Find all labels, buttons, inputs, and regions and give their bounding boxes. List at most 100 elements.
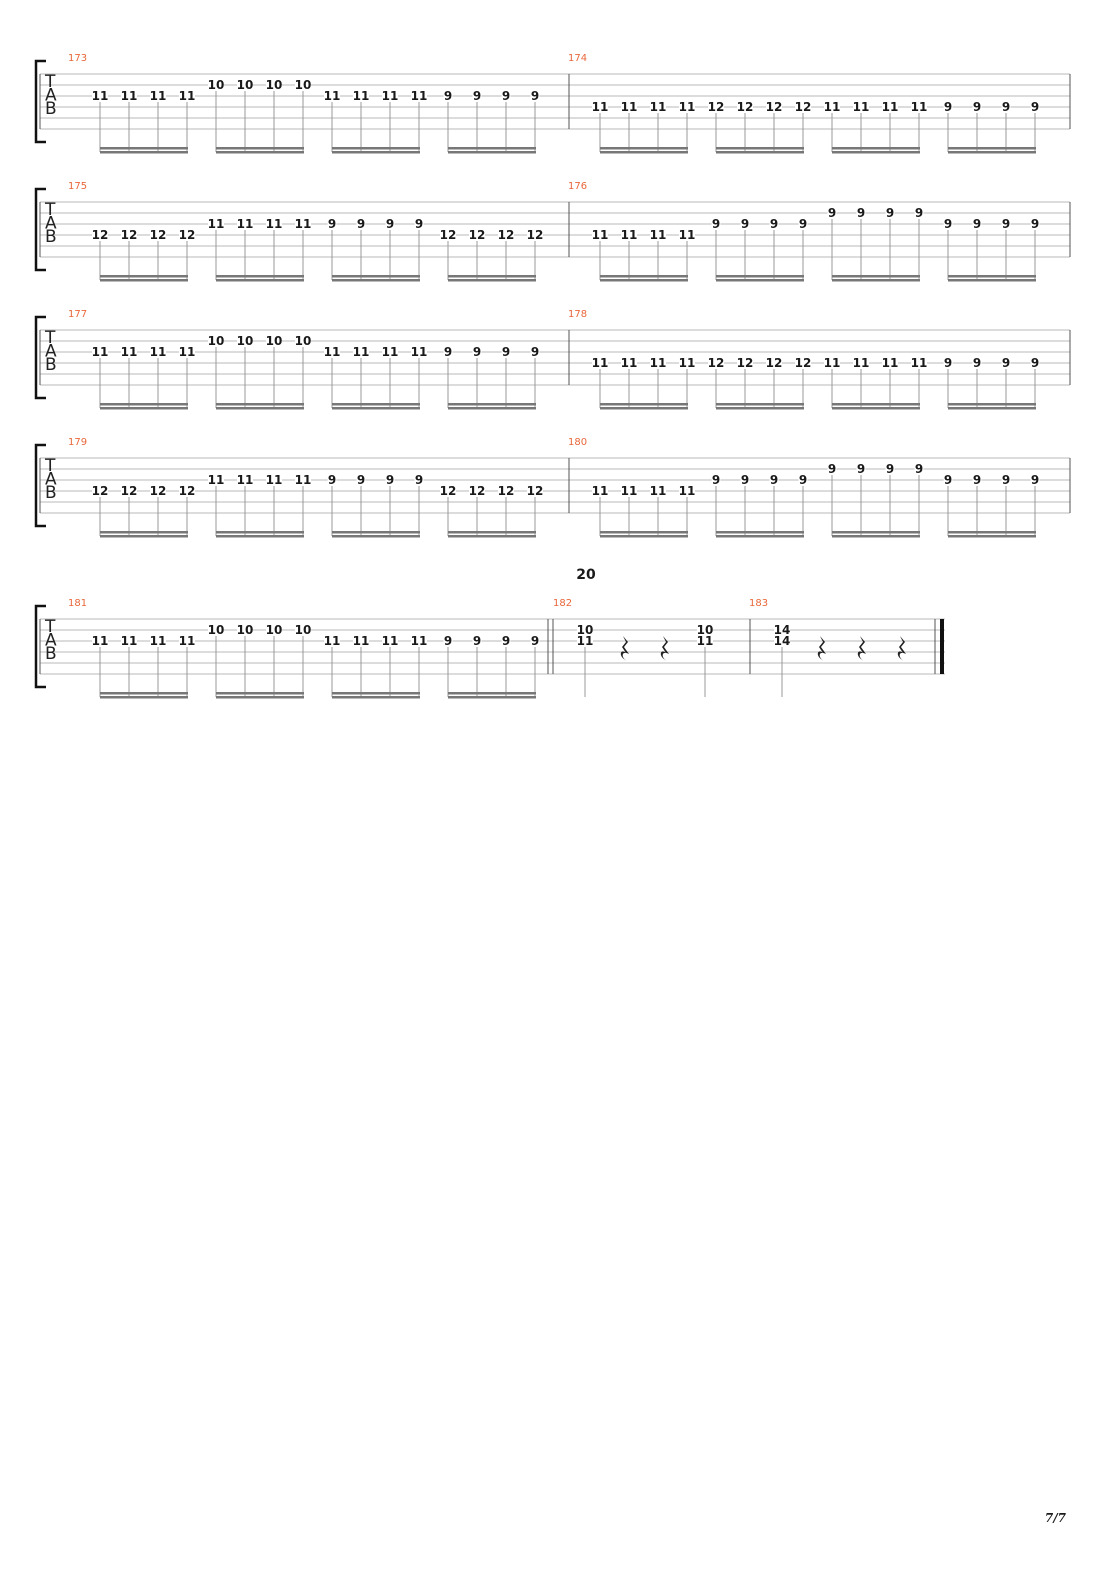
beam — [948, 535, 1036, 538]
tab-clef-letter: B — [45, 483, 57, 503]
fret-bg — [1001, 356, 1011, 368]
fret-number: 11 — [411, 345, 428, 359]
beam — [600, 151, 688, 154]
fret-number: 9 — [741, 473, 749, 487]
fret-number: 12 — [737, 356, 754, 370]
fret-bg — [150, 634, 166, 646]
fret-number: 11 — [650, 356, 667, 370]
beam — [332, 151, 420, 154]
fret-number: 12 — [766, 100, 783, 114]
beam — [716, 147, 804, 150]
fret-bg — [501, 89, 511, 101]
beam — [448, 531, 536, 534]
fret-bg — [472, 345, 482, 357]
beam — [448, 279, 536, 282]
beam — [600, 531, 688, 534]
beam — [716, 275, 804, 278]
fret-number: 9 — [328, 473, 336, 487]
fret-bg — [353, 634, 369, 646]
beam — [332, 692, 420, 695]
fret-number: 9 — [1002, 217, 1010, 231]
fret-bg — [592, 356, 608, 368]
fret-bg — [592, 228, 608, 240]
fret-number: 9 — [502, 634, 510, 648]
fret-number: 9 — [502, 89, 510, 103]
fret-bg — [911, 100, 927, 112]
beam — [100, 531, 188, 534]
fret-bg — [440, 228, 456, 240]
system-bracket-icon — [34, 187, 46, 272]
fret-number: 11 — [324, 89, 341, 103]
fret-bg — [501, 634, 511, 646]
fret-bg — [911, 356, 927, 368]
beam — [100, 692, 188, 695]
fret-number: 11 — [411, 634, 428, 648]
fret-number: 11 — [92, 345, 109, 359]
fret-number: 11 — [353, 89, 370, 103]
fret-bg — [650, 356, 666, 368]
fret-bg — [237, 623, 253, 635]
fret-bg — [824, 356, 840, 368]
fret-bg — [1030, 356, 1040, 368]
fret-bg — [121, 228, 137, 240]
measure-number: 176 — [568, 181, 587, 192]
tab-clef-letter: T — [44, 72, 56, 92]
fret-number: 9 — [857, 462, 865, 476]
tab-clef-letter: T — [44, 328, 56, 348]
fret-bg — [414, 217, 424, 229]
fret-number: 11 — [824, 356, 841, 370]
fret-number: 11 — [853, 356, 870, 370]
fret-bg — [266, 623, 282, 635]
fret-number: 9 — [1031, 356, 1039, 370]
fret-bg — [679, 356, 695, 368]
fret-number: 12 — [150, 484, 167, 498]
fret-bg — [237, 78, 253, 90]
fret-bg — [592, 484, 608, 496]
fret-bg — [824, 100, 840, 112]
fret-bg — [708, 356, 724, 368]
fret-number: 11 — [382, 634, 399, 648]
fret-number: 11 — [824, 100, 841, 114]
fret-number: 9 — [944, 217, 952, 231]
fret-bg — [208, 334, 224, 346]
fret-bg — [769, 217, 779, 229]
fret-bg — [385, 217, 395, 229]
fret-number: 10 — [237, 78, 254, 92]
fret-bg — [443, 89, 453, 101]
fret-number: 9 — [770, 473, 778, 487]
tab-clef-letter: B — [45, 99, 57, 119]
fret-number: 12 — [469, 484, 486, 498]
fret-number: 9 — [473, 89, 481, 103]
fret-number: 12 — [179, 228, 196, 242]
beam — [216, 692, 304, 695]
fret-number: 9 — [944, 356, 952, 370]
fret-bg — [411, 345, 427, 357]
fret-bg — [208, 623, 224, 635]
beam — [948, 531, 1036, 534]
measure-number: 182 — [553, 598, 572, 609]
fret-bg — [827, 206, 837, 218]
fret-number: 9 — [741, 217, 749, 231]
fret-number: 10 — [208, 334, 225, 348]
fret-bg — [650, 100, 666, 112]
fret-bg — [577, 623, 593, 635]
fret-bg — [882, 356, 898, 368]
fret-bg — [179, 345, 195, 357]
fret-bg — [798, 473, 808, 485]
fret-number: 12 — [498, 228, 515, 242]
fret-number: 12 — [121, 228, 138, 242]
fret-number: 11 — [621, 484, 638, 498]
fret-bg — [324, 89, 340, 101]
tab-clef-letter: A — [45, 631, 57, 651]
measure-number: 183 — [749, 598, 768, 609]
fret-number: 9 — [1031, 473, 1039, 487]
fret-bg — [697, 623, 713, 635]
beam — [448, 692, 536, 695]
fret-bg — [324, 345, 340, 357]
beam — [716, 151, 804, 154]
beam — [948, 279, 1036, 282]
fret-number: 9 — [886, 206, 894, 220]
fret-bg — [92, 634, 108, 646]
beam — [332, 407, 420, 410]
